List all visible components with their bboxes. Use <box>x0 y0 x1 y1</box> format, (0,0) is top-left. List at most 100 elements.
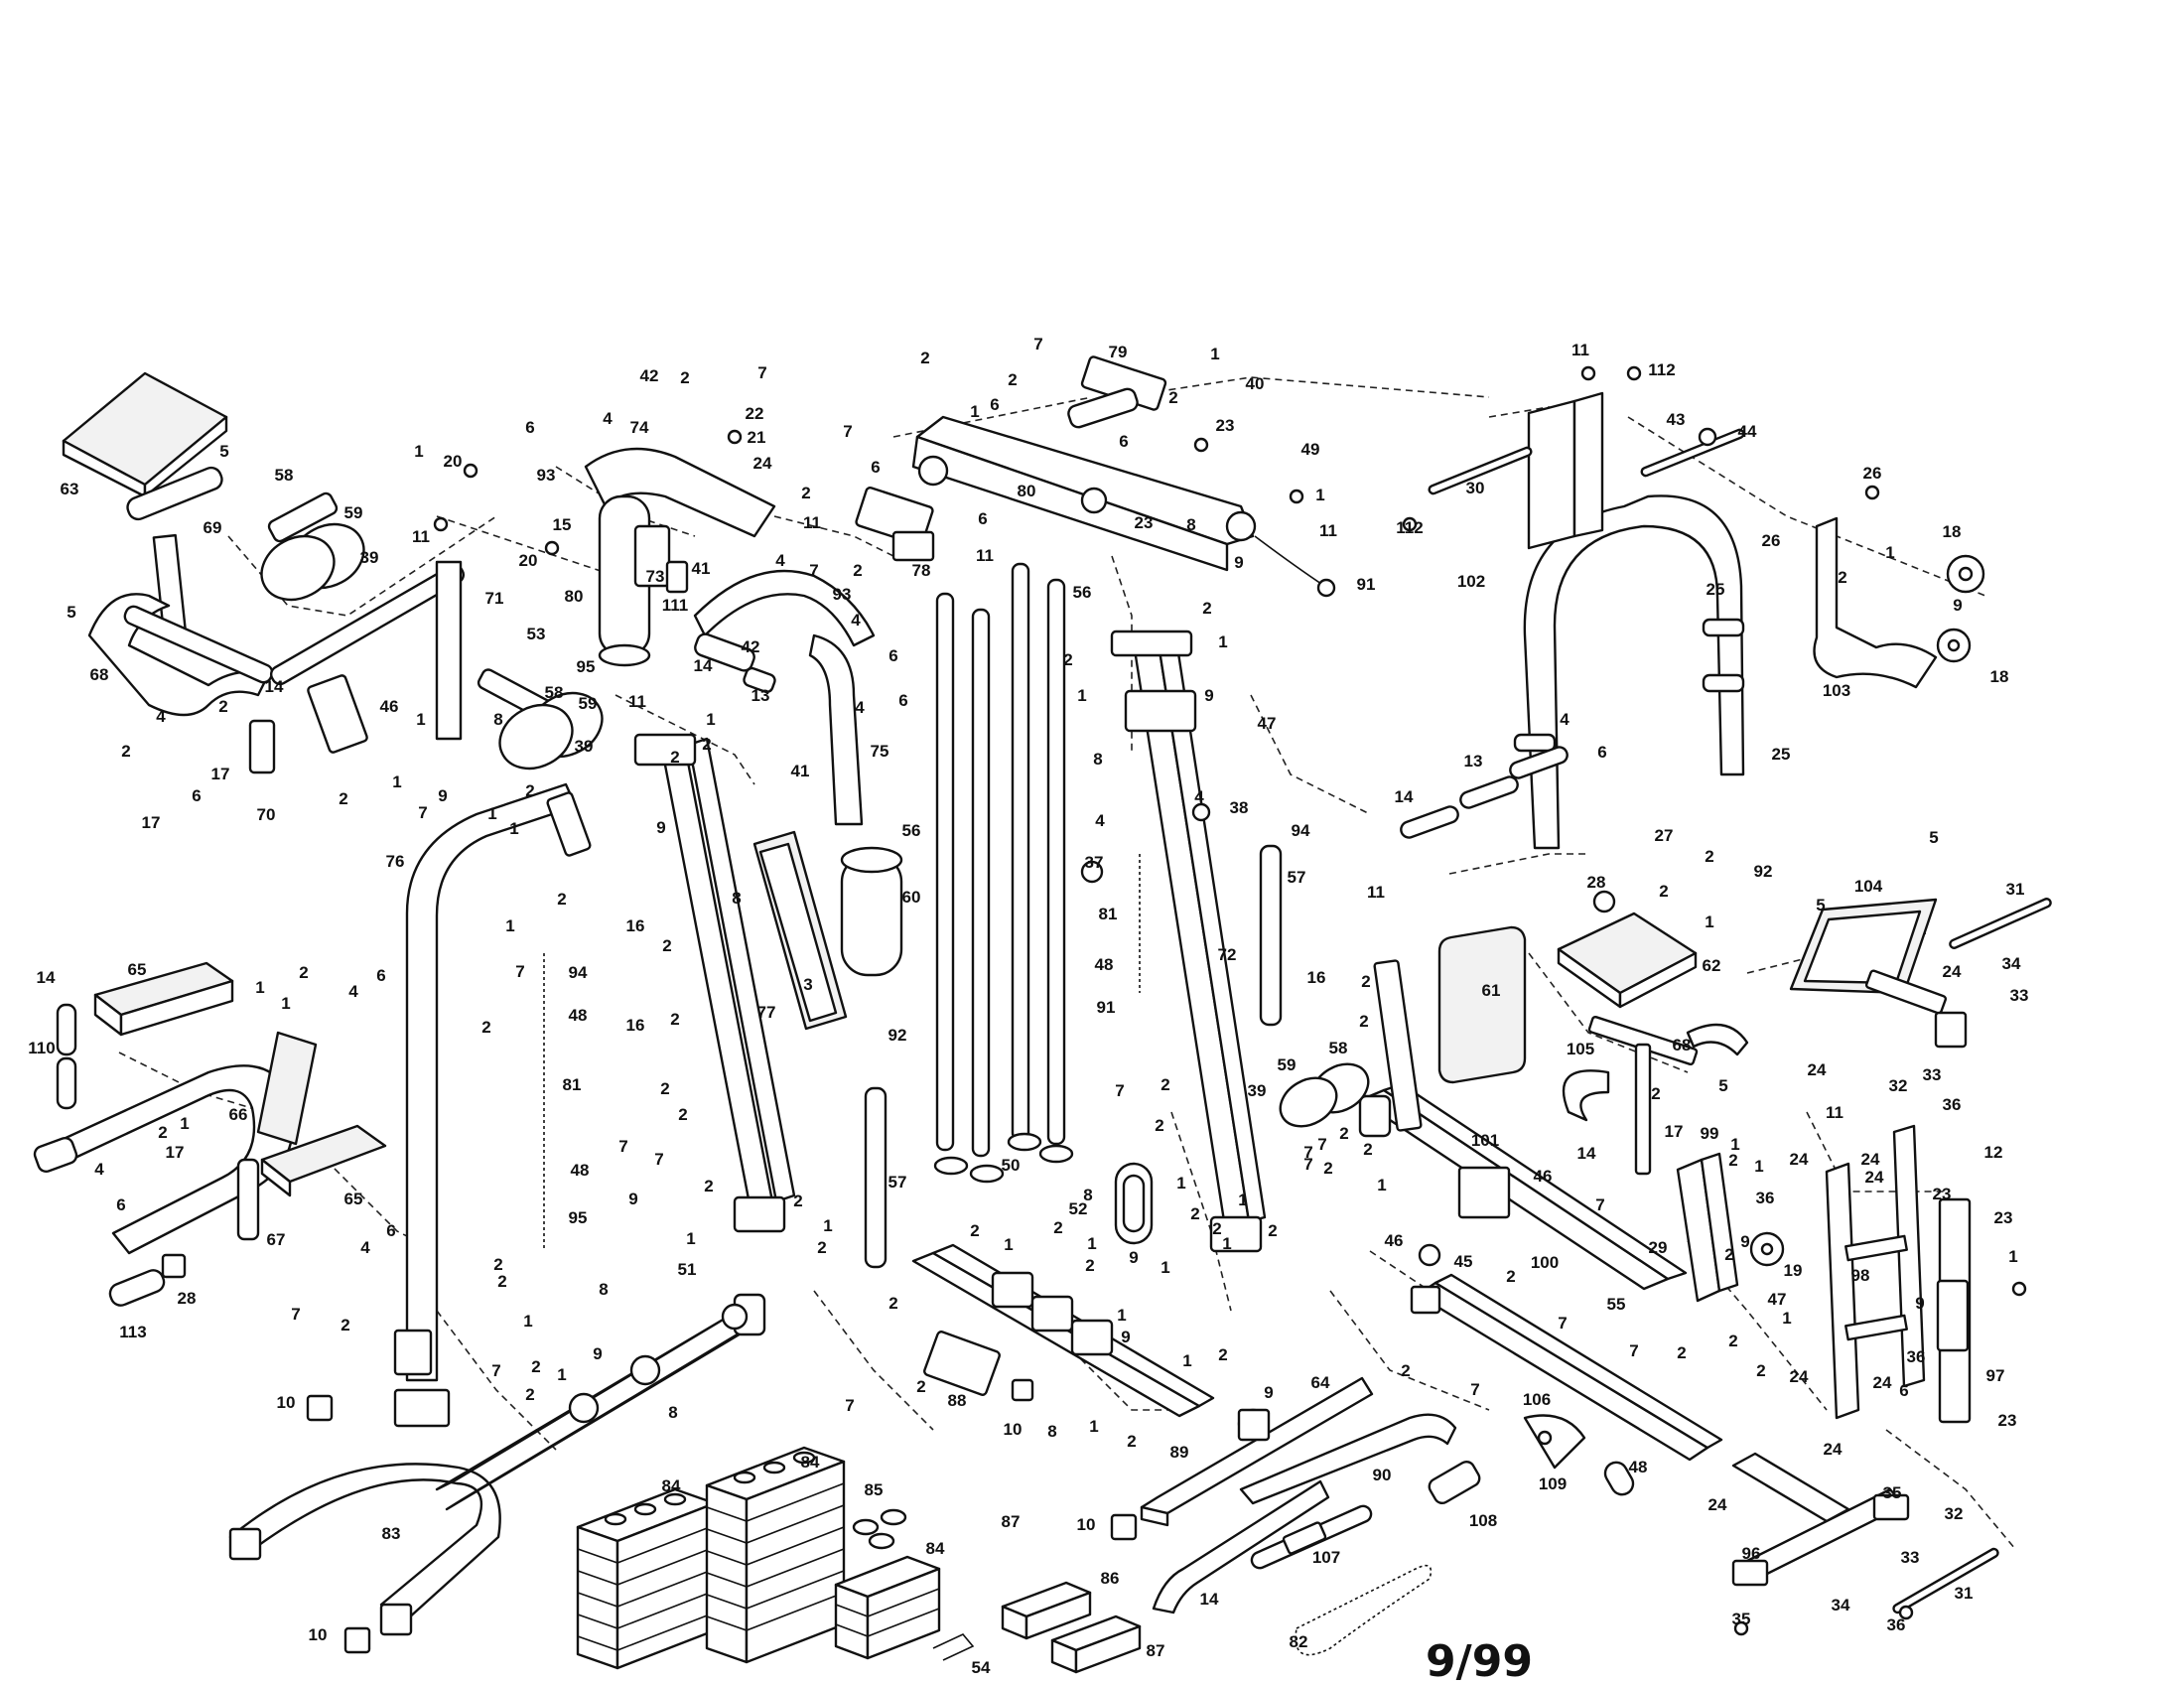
part-callout-c51: 51 <box>678 1260 697 1279</box>
cable-91-upper <box>1254 535 1336 598</box>
part-callout-c66: 66 <box>229 1105 248 1124</box>
part-callout-c47b: 47 <box>1768 1290 1787 1309</box>
part-callout-c11e: 11 <box>976 546 994 565</box>
rear-upright-98 <box>1825 1124 1972 1424</box>
lat-housing-80-93 <box>584 447 776 667</box>
part-callout-c99: 99 <box>1701 1124 1719 1143</box>
part-callout-c105: 105 <box>1567 1040 1594 1058</box>
part-callout-c2bd: 2 <box>888 1294 897 1313</box>
pad-roller-59-upper <box>260 491 365 602</box>
part-callout-c28b: 28 <box>1587 873 1606 892</box>
part-callout-c2h: 2 <box>1168 388 1177 407</box>
part-callout-c26a: 26 <box>1863 464 1882 483</box>
part-callout-c4b: 4 <box>603 409 613 428</box>
part-callout-c6l: 6 <box>1597 743 1606 762</box>
part-callout-c33c: 33 <box>1901 1548 1920 1567</box>
part-callout-c13b: 13 <box>1464 752 1483 771</box>
part-callout-c7c: 7 <box>1033 335 1042 353</box>
part-callout-c32a: 32 <box>1889 1076 1908 1095</box>
part-callout-c89: 89 <box>1170 1443 1189 1462</box>
part-callout-c41b: 41 <box>791 762 810 780</box>
part-callout-c15: 15 <box>553 515 572 534</box>
part-callout-c2af: 2 <box>1160 1075 1169 1094</box>
part-callout-c3: 3 <box>803 975 812 994</box>
part-callout-c2az: 2 <box>970 1221 979 1240</box>
part-callout-c4e: 4 <box>855 698 865 717</box>
part-callout-c1ai: 1 <box>1089 1417 1098 1436</box>
part-callout-c2y: 2 <box>158 1123 167 1142</box>
part-callout-c5e: 5 <box>1816 896 1825 914</box>
part-callout-c1n: 1 <box>823 1216 832 1235</box>
part-callout-c2aj: 2 <box>1323 1159 1332 1178</box>
part-callout-c92a: 92 <box>888 1026 907 1045</box>
part-callout-c80a: 80 <box>565 587 584 606</box>
part-callout-c33a: 33 <box>2010 986 2029 1005</box>
part-callout-c4c: 4 <box>775 551 785 570</box>
seat-pad-104 <box>1789 898 1968 1049</box>
part-callout-c1aa: 1 <box>1730 1135 1739 1154</box>
part-callout-c29: 29 <box>1649 1238 1668 1257</box>
part-callout-c1e: 1 <box>1210 345 1219 363</box>
part-callout-c6g: 6 <box>871 458 880 477</box>
part-callout-c8g: 8 <box>1083 1186 1092 1204</box>
part-callout-c2p: 2 <box>662 936 671 955</box>
part-callout-c1h: 1 <box>1218 632 1227 651</box>
part-callout-c78: 78 <box>912 561 931 580</box>
part-callout-c23b: 23 <box>1135 513 1154 532</box>
part-callout-c96: 96 <box>1742 1544 1761 1563</box>
part-callout-c68b: 68 <box>1673 1036 1692 1054</box>
part-callout-c2z: 2 <box>493 1255 502 1274</box>
part-callout-c79: 79 <box>1109 343 1128 361</box>
part-callout-c2au: 2 <box>1728 1332 1737 1350</box>
part-callout-c2c: 2 <box>339 789 347 808</box>
pad-roller-59-lower <box>477 668 604 771</box>
part-callout-c58b: 58 <box>545 683 564 702</box>
part-callout-c1ac: 1 <box>2008 1247 2017 1266</box>
part-callout-c98: 98 <box>1851 1266 1870 1285</box>
part-callout-c1k: 1 <box>509 819 518 838</box>
part-callout-c7i: 7 <box>291 1305 300 1324</box>
part-callout-c2ac: 2 <box>531 1357 540 1376</box>
part-callout-c14b: 14 <box>694 656 713 675</box>
part-callout-c19: 19 <box>1784 1261 1803 1280</box>
part-callout-c42b: 42 <box>742 637 760 656</box>
part-callout-c2i: 2 <box>853 561 862 580</box>
seat-pad-62 <box>1557 912 1698 1009</box>
cap-28-lower <box>161 1253 187 1279</box>
part-callout-c70: 70 <box>257 805 276 824</box>
part-callout-c1r: 1 <box>523 1312 532 1331</box>
part-callout-c1b: 1 <box>392 772 401 791</box>
part-callout-c57b: 57 <box>1288 868 1306 887</box>
part-callout-c39c: 39 <box>1248 1081 1267 1100</box>
part-callout-c106: 106 <box>1523 1390 1551 1409</box>
part-callout-c46c: 46 <box>1385 1231 1404 1250</box>
part-callout-c2aa: 2 <box>497 1272 506 1291</box>
pad-65-lower <box>260 1124 387 1197</box>
part-callout-c41a: 41 <box>692 559 711 578</box>
part-callout-c2q: 2 <box>670 1010 679 1029</box>
part-callout-c71: 71 <box>485 589 504 608</box>
part-callout-c1g: 1 <box>1315 486 1324 504</box>
part-callout-c81b: 81 <box>1099 905 1118 923</box>
part-callout-c9j: 9 <box>1915 1294 1924 1313</box>
part-callout-c4j: 4 <box>1194 787 1204 806</box>
part-callout-c97: 97 <box>1986 1366 2005 1385</box>
part-callout-c2be: 2 <box>916 1377 925 1396</box>
part-callout-c64: 64 <box>1311 1373 1330 1392</box>
part-callout-c6i: 6 <box>376 966 385 985</box>
part-callout-c95a: 95 <box>577 657 596 676</box>
selector-carriage-89 <box>911 1243 1215 1418</box>
part-callout-c7j: 7 <box>491 1361 500 1380</box>
part-callout-c37: 37 <box>1085 853 1104 872</box>
part-callout-c6c: 6 <box>888 646 897 665</box>
part-callout-c82: 82 <box>1290 1632 1308 1651</box>
part-callout-c1af: 1 <box>1087 1234 1096 1253</box>
part-callout-c53: 53 <box>527 625 546 643</box>
part-callout-c2ad: 2 <box>525 1385 534 1404</box>
part-callout-c85: 85 <box>865 1480 884 1499</box>
part-callout-c2bb: 2 <box>1085 1256 1094 1275</box>
part-callout-c14f: 14 <box>1200 1590 1219 1609</box>
part-callout-c83: 83 <box>382 1524 401 1543</box>
pulley-bracket-103 <box>1813 516 1985 689</box>
part-callout-c1q: 1 <box>180 1114 189 1133</box>
